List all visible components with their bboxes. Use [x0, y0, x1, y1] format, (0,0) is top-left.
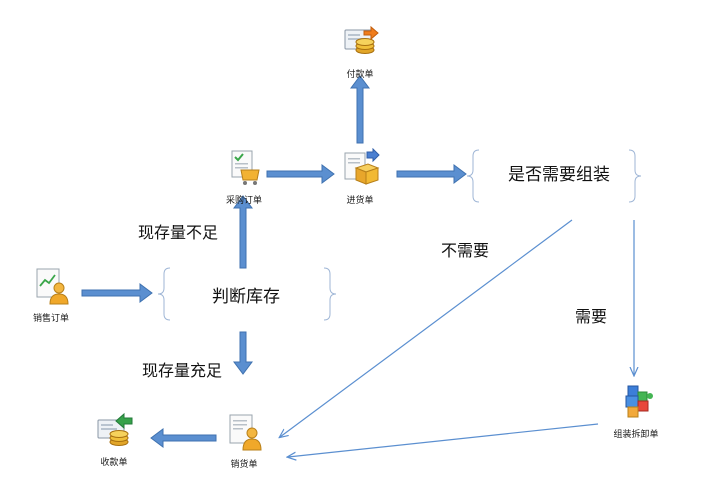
purchase-in-label: 进货单: [346, 196, 374, 206]
stock-enough-label: 现存量充足: [142, 361, 223, 380]
arrow-purchase-in-to-payment: [350, 75, 370, 144]
payment-label: 付款单: [346, 70, 374, 80]
line-assembly-to-sales-out: [288, 423, 599, 457]
thin-arrows: [280, 219, 634, 457]
node-sales-order[interactable]: 销售订单: [26, 266, 76, 324]
receipt-label: 收款单: [100, 458, 128, 468]
receipt-icon: [97, 412, 133, 446]
arrow-purchase-order-to-purchase-in: [266, 164, 335, 184]
node-receipt[interactable]: 收款单: [92, 410, 136, 468]
block-arrows: [81, 75, 467, 448]
assembly-blocks-icon: [625, 385, 653, 418]
purchase-order-icon: [231, 150, 260, 185]
purchase-in-icon: [344, 147, 380, 185]
sales-order-icon: [36, 268, 69, 305]
brace-inventory-right: [323, 267, 337, 321]
assembly-label: 组装拆卸单: [613, 430, 659, 440]
sales-order-label: 销售订单: [32, 314, 69, 324]
need-label: 需要: [575, 307, 608, 326]
brace-inventory-left: [157, 267, 171, 321]
node-purchase-order[interactable]: 采购订单: [218, 148, 270, 206]
arrow-sales-order-to-inventory: [81, 283, 153, 303]
node-assembly[interactable]: 组装拆卸单: [608, 382, 664, 440]
payment-doc-icon: [344, 25, 379, 54]
line-no-assembly-to-sales-out: [280, 219, 573, 437]
node-purchase-in[interactable]: 进货单: [337, 147, 383, 206]
arrow-purchase-in-to-assemble-question: [396, 164, 467, 184]
sales-out-label: 销货单: [230, 460, 258, 470]
braces: [157, 149, 642, 321]
inventory-check-text: 判断库存: [212, 287, 280, 307]
purchase-order-label: 采购订单: [225, 196, 262, 206]
node-payment[interactable]: 付款单: [336, 22, 384, 80]
brace-assemble-left: [466, 149, 480, 203]
brace-assemble-right: [628, 149, 642, 203]
sales-out-icon: [229, 414, 262, 451]
stock-short-label: 现存量不足: [138, 223, 219, 242]
arrow-inventory-to-purchase-order: [233, 195, 253, 269]
no-need-label: 不需要: [441, 241, 490, 260]
assemble-question-text: 是否需要组装: [508, 165, 610, 185]
arrow-inventory-to-sales-out: [233, 331, 253, 375]
node-sales-out[interactable]: 销货单: [221, 412, 267, 470]
arrow-sales-out-to-receipt: [150, 428, 217, 448]
